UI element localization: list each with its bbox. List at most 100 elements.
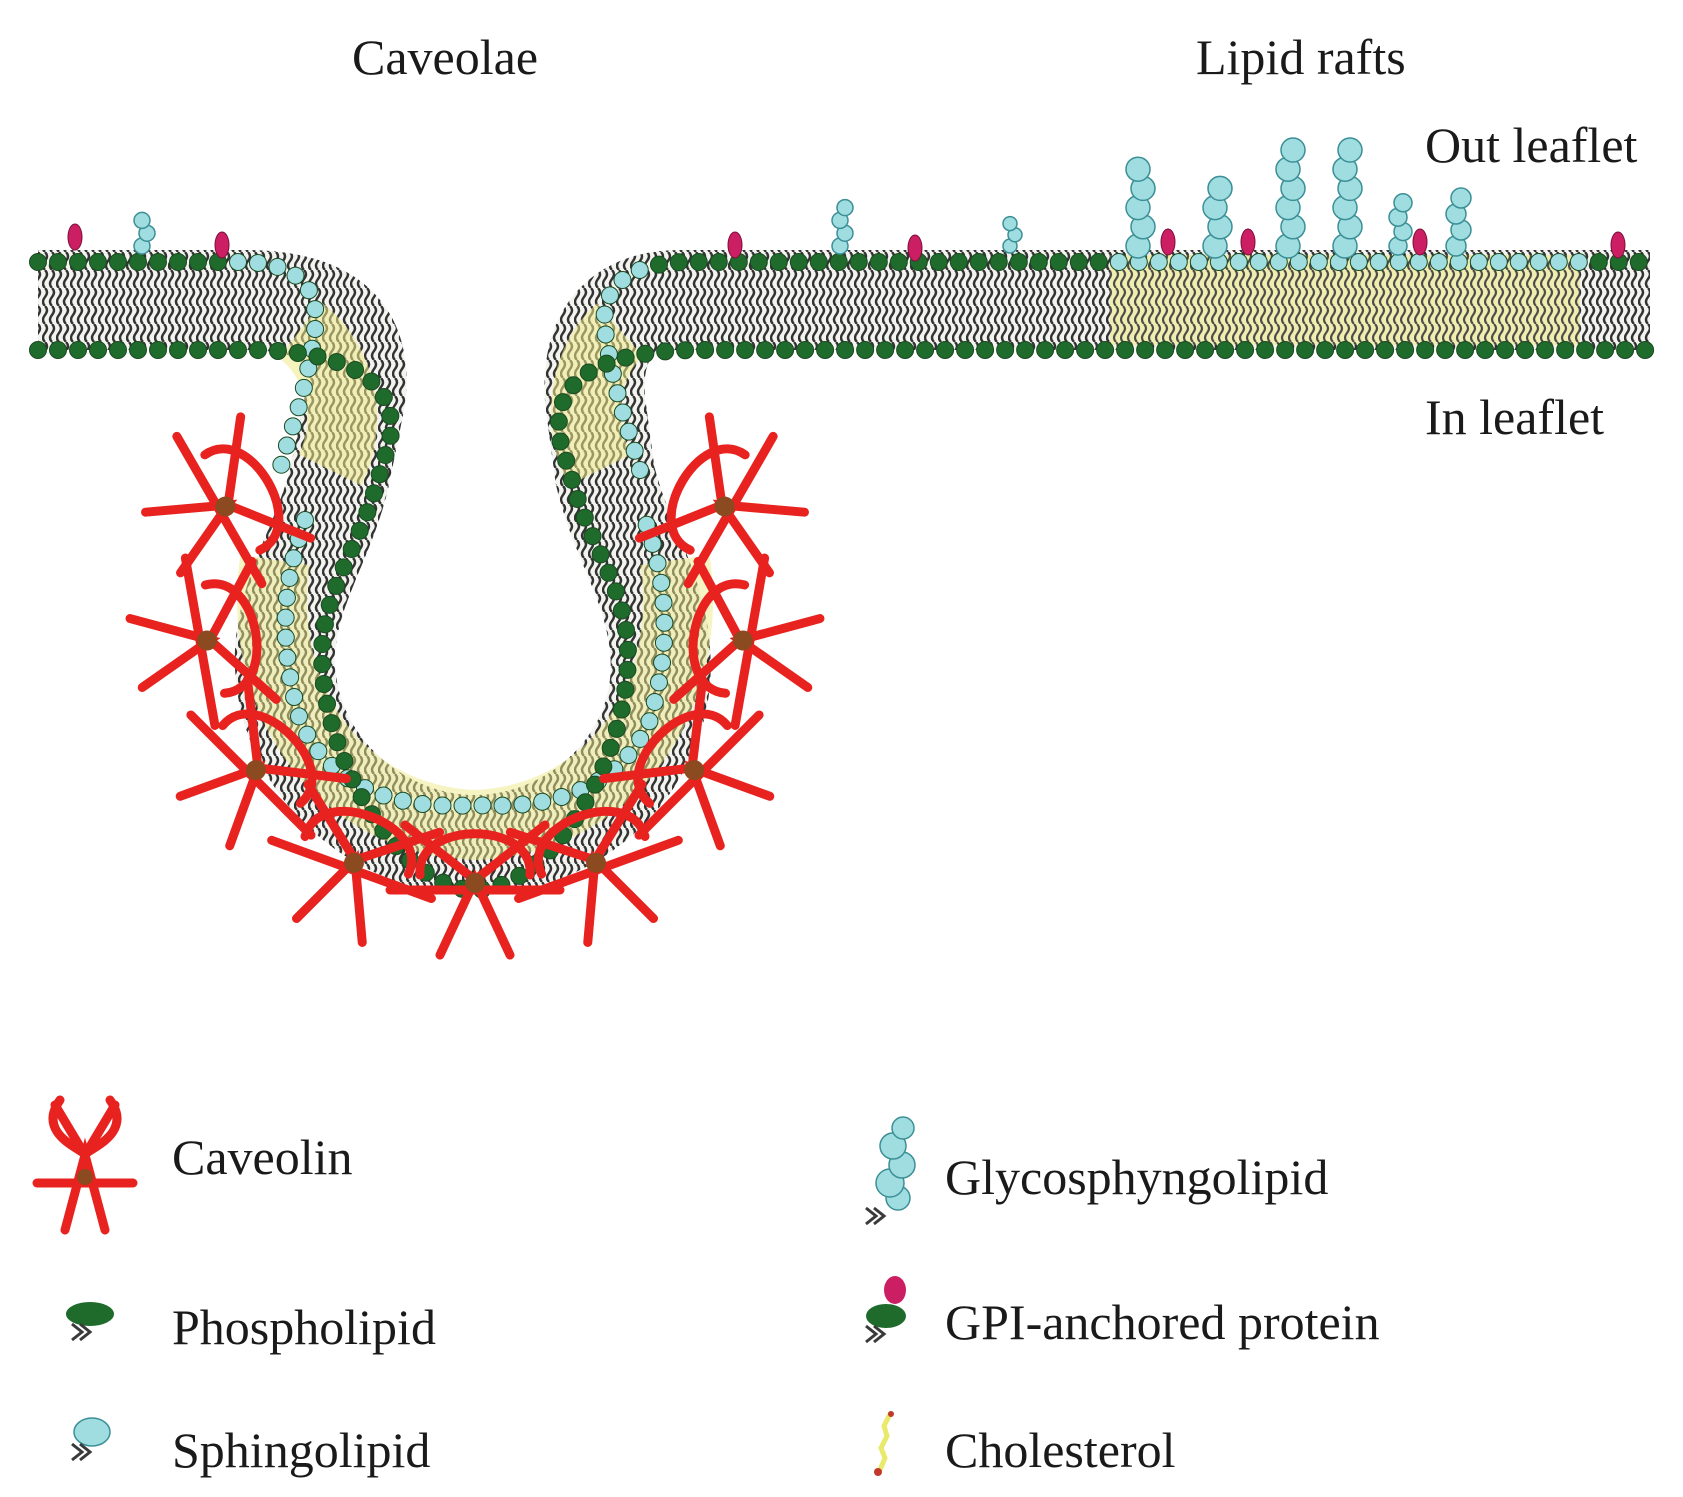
outer-right-head: [1349, 253, 1368, 271]
inner-head: [601, 738, 620, 757]
inner-head: [334, 558, 353, 577]
outer-right-head: [1509, 253, 1528, 271]
inner-head: [342, 540, 361, 559]
caveolin-core: [245, 760, 266, 781]
pit-outer-head: [513, 795, 532, 814]
inner-head: [612, 700, 631, 719]
legend-sphingolipid-label: Sphingolipid: [172, 1422, 431, 1478]
inner-head: [315, 615, 334, 634]
outer-right-head: [669, 253, 688, 272]
outer-right-head: [849, 253, 868, 271]
inner-head: [585, 775, 604, 794]
inner-head: [288, 343, 307, 362]
inner-head: [308, 347, 327, 366]
inner-head: [583, 527, 602, 546]
outer-head: [49, 253, 67, 271]
inner-head: [1016, 341, 1035, 359]
outer-right-head: [1469, 253, 1488, 271]
inner-head: [322, 714, 341, 733]
inner-head: [268, 341, 287, 360]
inner-head: [1616, 341, 1635, 359]
inner-head: [616, 348, 635, 367]
legend-glycosphingolipid-label: Glycosphyngolipid: [945, 1149, 1329, 1205]
caveolin-core: [684, 760, 705, 781]
inner-head: [381, 426, 400, 445]
cholesterol-icon-head: [874, 1468, 882, 1476]
outer-right-head: [829, 253, 848, 271]
inner-head: [109, 341, 127, 359]
outer-right-head: [1089, 253, 1108, 271]
inner-head: [618, 640, 637, 659]
outer-right-head: [1169, 253, 1188, 271]
pit-outer-head: [655, 613, 674, 632]
caveolin-core: [586, 852, 607, 873]
pit-outer-head: [280, 568, 299, 587]
outer-right-head: [889, 253, 908, 271]
glycosphingolipid-sugar: [1393, 193, 1413, 213]
inner-head: [756, 341, 775, 359]
outer-right-head: [595, 305, 614, 324]
inner-head: [1316, 341, 1335, 359]
outer-right-head: [1489, 253, 1508, 271]
legend-phospholipid-icon: [66, 1302, 114, 1342]
inner-head: [346, 361, 365, 380]
inner-head: [1236, 341, 1255, 359]
pit-outer-head: [298, 725, 317, 744]
surface-molecules: [67, 137, 1626, 262]
inner-head: [612, 601, 631, 620]
outer-right-head: [949, 253, 968, 271]
inner-head: [564, 376, 583, 395]
caveolae-title: Caveolae: [352, 29, 539, 85]
inner-head: [736, 341, 755, 359]
inner-head: [327, 576, 346, 595]
outer-right-head: [929, 253, 948, 271]
inner-head: [1136, 341, 1155, 359]
inner-head: [551, 432, 570, 451]
pit-outer-head: [652, 573, 671, 592]
inner-head: [29, 341, 47, 359]
inner-head: [1536, 341, 1555, 359]
inner-head: [636, 344, 655, 363]
pit-outer-head: [473, 796, 492, 815]
legend-phospholipid-label: Phospholipid: [172, 1299, 436, 1355]
pit-outer-head: [393, 791, 412, 810]
gpi-icon-tail: [865, 1324, 887, 1344]
inner-head: [796, 341, 815, 359]
outer-right-head: [1309, 253, 1328, 271]
inner-head: [1416, 341, 1435, 359]
in-leaflet-label: In leaflet: [1425, 389, 1605, 445]
legend-icons: [32, 1095, 916, 1476]
outer-right-head: [809, 253, 828, 271]
outer-head: [283, 417, 302, 436]
inner-head: [313, 635, 332, 654]
outer-head: [286, 266, 305, 285]
gpi-protein: [1240, 228, 1256, 256]
outer-right-head: [613, 403, 632, 422]
legend-sphingolipid-icon: [71, 1417, 111, 1462]
inner-head: [617, 621, 636, 640]
pit-outer-head: [278, 648, 297, 667]
pit-outer-head: [413, 794, 432, 813]
outer-right-head: [596, 325, 615, 344]
pit-outer-head: [649, 673, 668, 692]
outer-right-head: [625, 441, 644, 460]
inner-head: [575, 508, 594, 527]
inner-head: [1456, 341, 1475, 359]
pit-outer-head: [276, 608, 295, 627]
inner-head: [562, 470, 581, 489]
caveolin-left-1: [141, 412, 316, 589]
caveolin-loop: [633, 709, 732, 808]
legend-cholesterol-icon: [874, 1411, 894, 1476]
caveolin-right-3: [599, 675, 775, 851]
lipid-rafts-title: Lipid rafts: [1196, 29, 1406, 85]
inner-head: [1096, 341, 1115, 359]
inner-head: [364, 484, 383, 503]
inner-head: [1276, 341, 1295, 359]
pit-outer-head: [453, 796, 472, 815]
inner-head: [209, 341, 227, 359]
inner-head: [916, 341, 935, 359]
pit-outer-head: [433, 796, 452, 815]
outer-right-head: [1049, 253, 1068, 271]
gpi-protein: [67, 223, 83, 251]
inner-head: [606, 582, 625, 601]
